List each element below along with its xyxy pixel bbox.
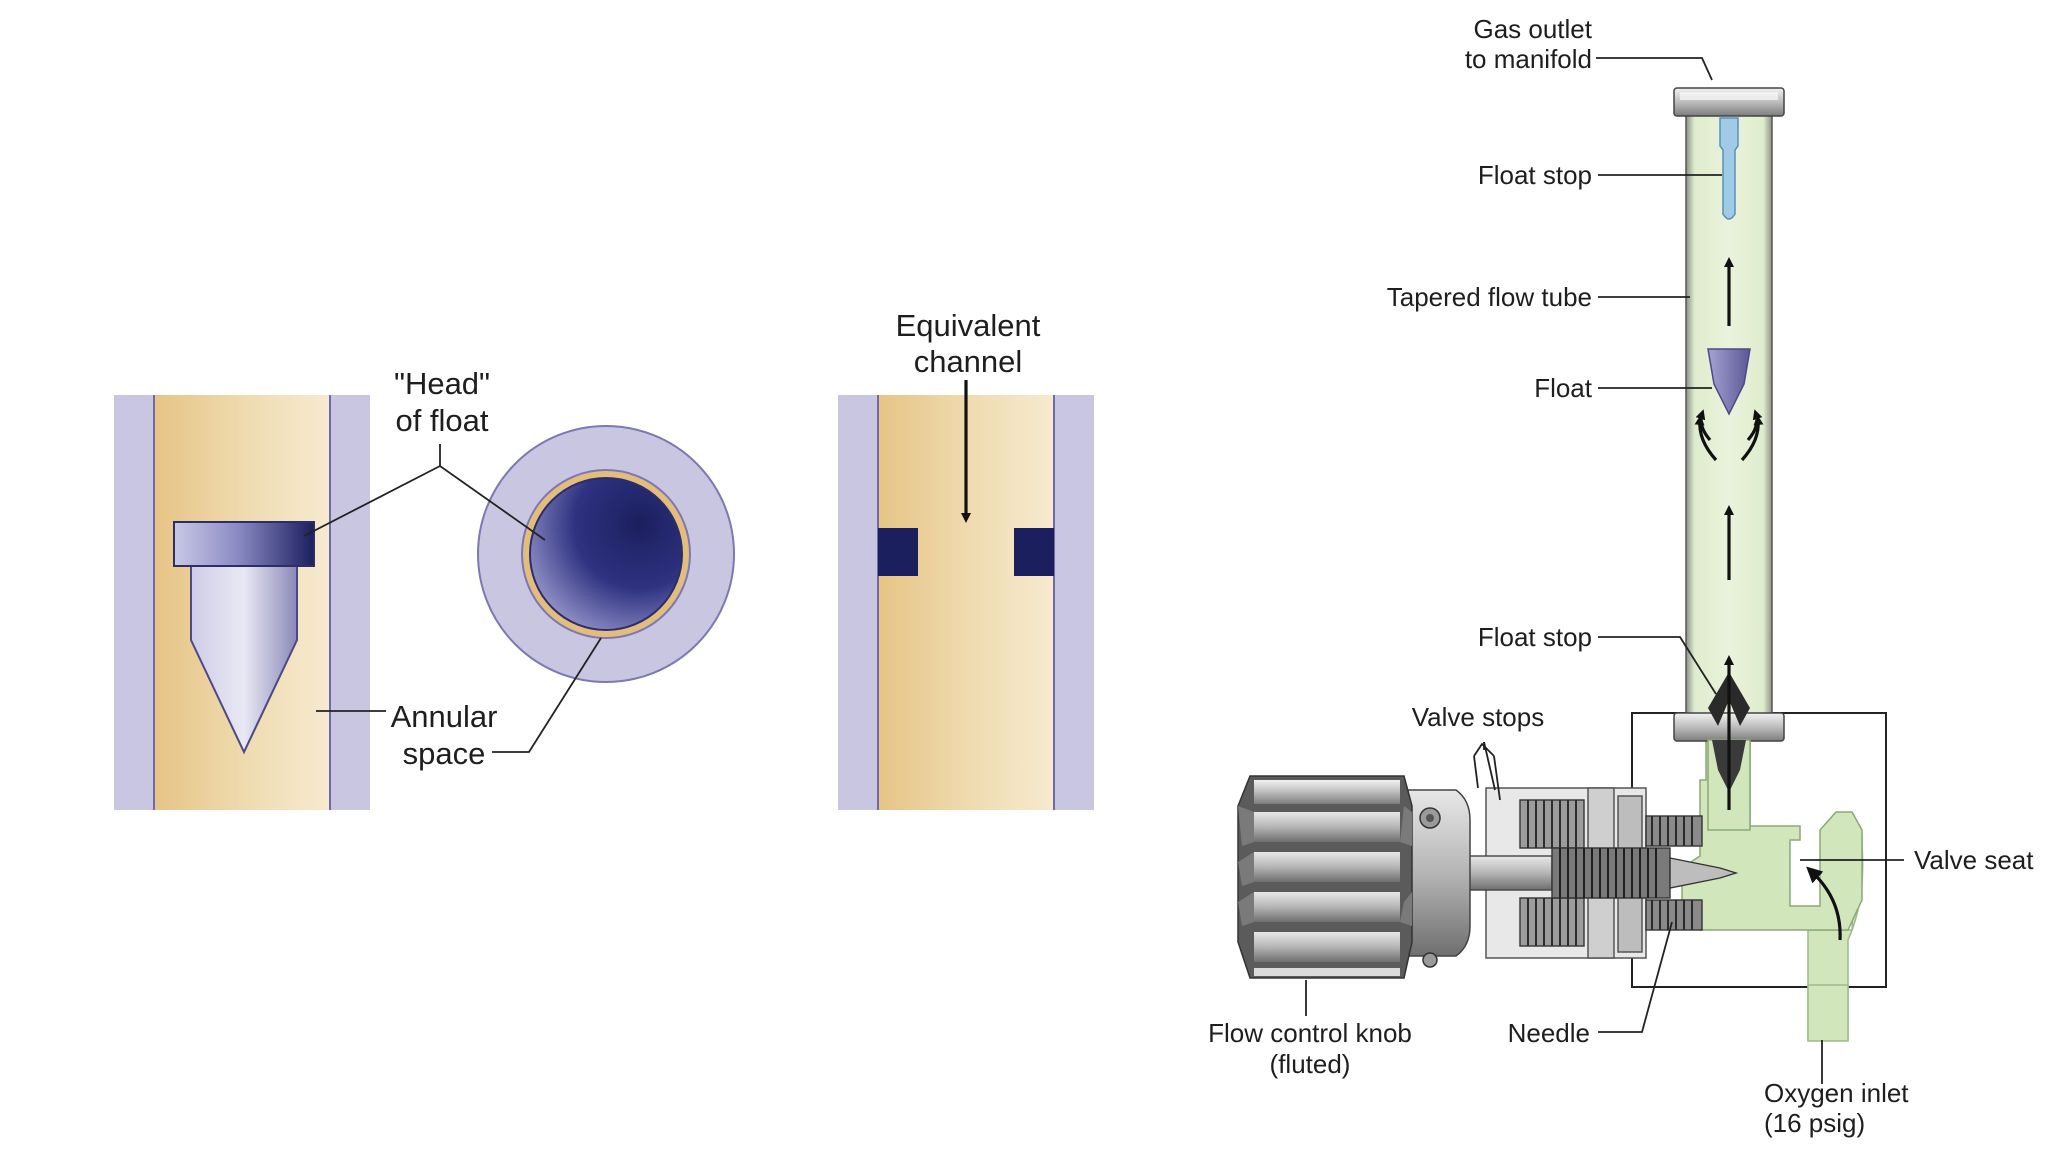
head-of-float-label-1: "Head" <box>394 366 490 401</box>
gas-outlet-label-2: to manifold <box>1465 44 1592 74</box>
gas-outlet-label-1: Gas outlet <box>1473 14 1592 44</box>
float-stop-top-label: Float stop <box>1478 160 1592 190</box>
channel-block-right <box>1014 528 1054 576</box>
float-top-view <box>477 425 735 683</box>
oxygen-inlet-label-1: Oxygen inlet <box>1764 1078 1909 1108</box>
annular-space-label-1: Annular <box>391 699 498 734</box>
flow-control-knob <box>1237 775 1413 979</box>
channel-block-left <box>878 528 918 576</box>
tube-section-with-float <box>114 395 370 810</box>
flowmeter-leaders <box>1305 57 1904 1084</box>
flow-control-knob-label-2: (fluted) <box>1270 1049 1351 1079</box>
float <box>1707 348 1751 416</box>
needle-tip <box>1669 857 1739 889</box>
oxygen-inlet-pipe <box>1807 984 1849 1042</box>
valve-stops-label: Valve stops <box>1412 702 1544 732</box>
top-float-stop <box>1719 117 1739 220</box>
float-stop-bottom-label: Float stop <box>1478 622 1592 652</box>
flowmeter-assembly <box>1237 87 1887 1042</box>
annular-space-label-2: space <box>403 736 486 771</box>
float-head-disc <box>529 477 683 631</box>
thread-lines <box>1527 800 1577 946</box>
valve-seat-label: Valve seat <box>1914 845 2034 875</box>
needle-label: Needle <box>1508 1018 1590 1048</box>
float-label: Float <box>1534 373 1593 403</box>
head-of-float-label-2: of float <box>395 403 488 438</box>
valve-shaft <box>1465 855 1553 891</box>
equivalent-channel-label-1: Equivalent <box>896 308 1041 343</box>
flow-control-knob-label-1: Flow control knob <box>1208 1018 1412 1048</box>
float-head <box>173 521 315 567</box>
left-leaders <box>303 444 602 753</box>
oxygen-inlet-label-2: (16 psig) <box>1764 1108 1865 1138</box>
knob-collar <box>1407 789 1471 957</box>
tapered-flow-tube-label: Tapered flow tube <box>1387 282 1592 312</box>
equivalent-channel-section <box>838 380 1094 810</box>
equivalent-channel-label-2: channel <box>914 344 1023 379</box>
